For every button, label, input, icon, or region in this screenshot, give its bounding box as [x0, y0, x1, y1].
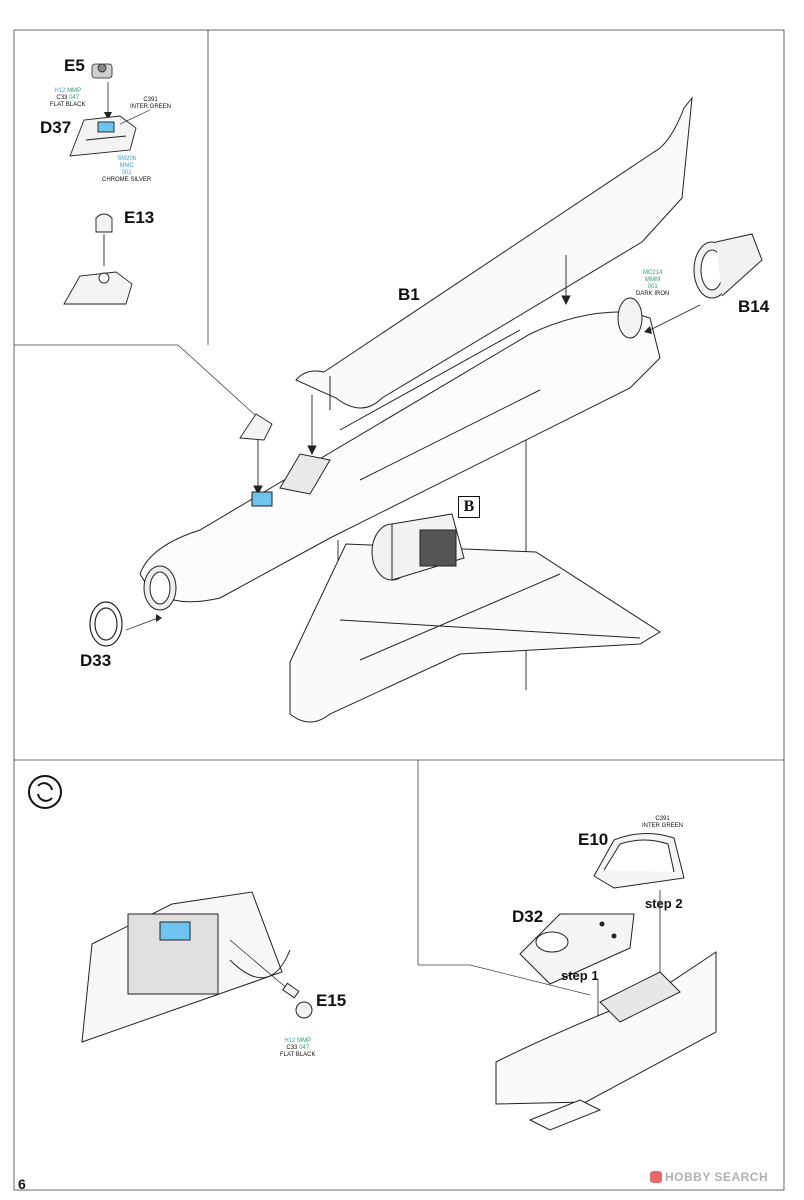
- section-b-marker: B: [458, 496, 480, 518]
- canopy-small: [239, 413, 273, 441]
- label-e5: E5: [64, 56, 85, 75]
- section-b-drum: [371, 513, 465, 581]
- part-d37-drawing: [69, 115, 137, 157]
- watermark: HOBBY SEARCH: [650, 1170, 768, 1184]
- part-e10-drawing: [593, 833, 685, 889]
- paint-callout-e15: H12 MMP C33 047 FLAT BLACK: [280, 1038, 316, 1058]
- part-d33-drawing: [89, 601, 123, 647]
- paint-callout-b14: MC214 MMM 001 DARK IRON: [636, 270, 670, 297]
- fuselage-nose-right: [495, 951, 717, 1131]
- part-e15-drawing: [282, 982, 313, 1019]
- page-number: 6: [18, 1176, 26, 1192]
- label-d37: D37: [40, 118, 72, 137]
- label-e10: E10: [578, 830, 609, 849]
- part-e13-drawing: [63, 213, 133, 305]
- part-e5-drawing: [91, 63, 113, 79]
- label-d32: D32: [512, 907, 544, 926]
- label-e13: E13: [124, 208, 155, 227]
- part-d32-drawing: [519, 913, 635, 985]
- fuselage-top-b1: [295, 96, 693, 410]
- fuselage-main: [139, 311, 661, 611]
- paint-callout-e10: C391 INTER GREEN: [642, 816, 684, 829]
- label-b1: B1: [398, 285, 420, 304]
- step-2-label: step 2: [645, 896, 683, 911]
- paint-callout-e5: H12 MMP C33 047 FLAT BLACK: [50, 88, 86, 108]
- label-b14: B14: [738, 297, 770, 316]
- step-1-label: step 1: [561, 968, 599, 983]
- rotate-arrows-icon: [28, 775, 62, 809]
- paint-callout-d37-green: C391 INTER GREEN: [130, 97, 172, 110]
- lower-wing: [289, 543, 661, 723]
- page-frame: [13, 29, 785, 1191]
- label-d33: D33: [80, 651, 112, 670]
- paint-callout-d37-silver: SM206 MMC 001 CHROME SILVER: [102, 156, 152, 183]
- cockpit-detail-left: [81, 891, 291, 1043]
- part-b14-drawing: [693, 233, 763, 299]
- tail-cone: [617, 297, 643, 339]
- watermark-logo-icon: [650, 1171, 662, 1183]
- label-e15: E15: [316, 991, 347, 1010]
